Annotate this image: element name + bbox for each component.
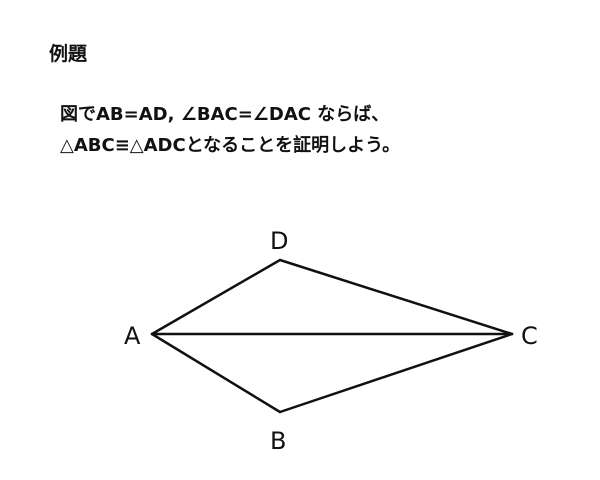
problem-line-2: △ABC≡△ADCとなることを証明しよう。 [60,135,401,156]
segment-dc [278,258,514,336]
example-heading: 例題 [49,43,88,65]
problem-line-1: 図でAB=AD, ∠BAC=∠DAC ならば、 [60,104,390,125]
problem-statement: 図でAB=AD, ∠BAC=∠DAC ならば、 △ABC≡△ADCとなることを証… [60,99,400,161]
segment-ad [150,258,282,336]
vertex-label-c: C [521,322,538,350]
segment-bc [278,332,514,414]
vertex-label-a: A [124,322,141,350]
vertex-label-b: B [270,427,286,455]
vertex-label-d: D [270,227,288,255]
segment-ab [150,332,282,414]
